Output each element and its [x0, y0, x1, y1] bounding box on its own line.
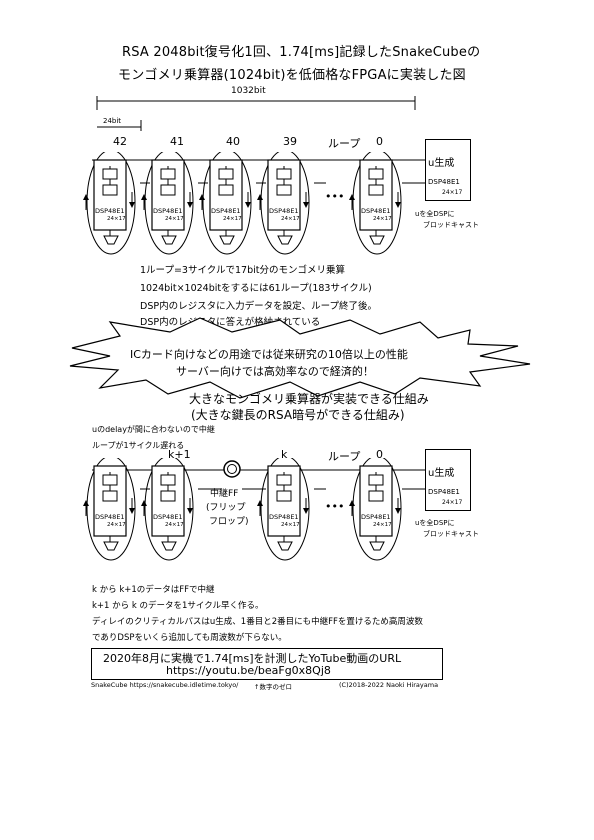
- url-box-line-1: 2020年8月に実機で1.74[ms]を計測したYoTube動画のURL: [103, 652, 402, 665]
- note-bottom-4: でありDSPをいくら追加しても周波数が下らない。: [92, 633, 287, 643]
- bottom-u-generator-size: 24×17: [442, 499, 463, 506]
- dsp-cell-graphic: [349, 152, 402, 255]
- u-generator-title: u生成: [428, 158, 455, 169]
- dsp-label: DSP48E1: [95, 207, 125, 215]
- u-generator-box: u生成 DSP48E1 24×17: [425, 139, 471, 201]
- video-url-link[interactable]: https://youtu.be/beaFg0x8Qj8: [166, 664, 331, 677]
- bottom-loop-label: ループ: [328, 450, 361, 463]
- bottom-u-generator-box: u生成 DSP48E1 24×17: [425, 449, 471, 511]
- stage-label-42: 42: [113, 135, 127, 148]
- dsp-size-label: 24×17: [165, 522, 184, 528]
- ellipsis: •••: [325, 190, 345, 203]
- relay-ff-inner: [227, 464, 237, 474]
- dsp-size-label: 24×17: [223, 216, 242, 222]
- dsp-size-label: 24×17: [165, 216, 184, 222]
- bottom-broadcast-note-1: uを全DSPに: [415, 519, 455, 527]
- footer-left: SnakeCube https://snakecube.idletime.tok…: [91, 681, 239, 689]
- bottom-broadcast-note-2: ブロッドキャスト: [423, 530, 479, 538]
- stage-label-39: 39: [283, 135, 297, 148]
- burst-line-2: サーバー向けでは高効率なので経済的！: [176, 365, 374, 378]
- dsp-size-label: 24×17: [281, 522, 300, 528]
- stage-label-0-bottom: 0: [376, 448, 383, 461]
- dsp-cell-graphic: [349, 458, 402, 561]
- url-box: 2020年8月に実機で1.74[ms]を計測したYoTube動画のURL htt…: [91, 648, 443, 680]
- width-1032-label: 1032bit: [231, 86, 266, 96]
- dsp-size-label: 24×17: [373, 216, 392, 222]
- dsp-size-label: 24×17: [107, 522, 126, 528]
- note-bottom-2: k+1 から k のデータを1サイクル早く作る。: [92, 601, 264, 611]
- width-24-label: 24bit: [103, 117, 122, 125]
- note-top-1: 1ループ=3サイクルで17bit分のモンゴメリ乗算: [140, 265, 345, 276]
- note-top-4: DSP内のレジスタに答えが格納されている: [140, 317, 321, 328]
- note-top-3: DSP内のレジスタに入力データを設定、ループ終了後。: [140, 301, 378, 312]
- stage-label-k-plus-1: k+1: [168, 448, 191, 461]
- relay-label-3: フロップ): [209, 517, 249, 527]
- bottom-u-generator-title: u生成: [428, 468, 455, 479]
- dsp-label: DSP48E1: [153, 513, 183, 521]
- dsp-size-label: 24×17: [281, 216, 300, 222]
- dsp-label: DSP48E1: [95, 513, 125, 521]
- stage-label-0: 0: [376, 135, 383, 148]
- dsp-cell-graphic: [257, 458, 310, 561]
- mid-heading-1: 大きなモンゴメリ乗算器が実装できる仕組み: [189, 392, 429, 406]
- bottom-note-2: ループが1サイクル遅れる: [92, 441, 185, 450]
- stage-label-40: 40: [226, 135, 240, 148]
- title-line-2: モンゴメリ乗算器(1024bit)を低価格なFPGAに実装した図: [118, 68, 466, 83]
- note-bottom-1: k から k+1のデータはFFで中継: [92, 585, 215, 595]
- dsp-label: DSP48E1: [361, 513, 391, 521]
- burst-line-1: ICカード向けなどの用途では従来研究の10倍以上の性能: [130, 348, 408, 361]
- stage-label-k: k: [281, 448, 288, 461]
- dsp-cell-graphic: [141, 458, 194, 561]
- broadcast-note-2: ブロッドキャスト: [423, 221, 479, 229]
- bottom-note-1: uのdelayが間に合わないので中継: [92, 425, 215, 434]
- footer-mid: ↑数字のゼロ: [254, 683, 292, 691]
- u-generator-dsp: DSP48E1: [428, 178, 460, 186]
- dsp-label: DSP48E1: [269, 513, 299, 521]
- bottom-u-generator-dsp: DSP48E1: [428, 488, 460, 496]
- dsp-size-label: 24×17: [373, 522, 392, 528]
- dsp-label: DSP48E1: [269, 207, 299, 215]
- relay-label-1: 中継FF: [210, 489, 239, 499]
- dsp-label: DSP48E1: [153, 207, 183, 215]
- dsp-cell-graphic: [83, 458, 136, 561]
- broadcast-note-1: uを全DSPに: [415, 210, 455, 218]
- footer-right: (C)2018-2022 Naoki Hirayama: [339, 681, 439, 689]
- bottom-ellipsis: •••: [325, 500, 345, 513]
- dsp-label: DSP48E1: [361, 207, 391, 215]
- dsp-cell-graphic: [141, 152, 194, 255]
- loop-label: ループ: [328, 137, 361, 150]
- dsp-size-label: 24×17: [107, 216, 126, 222]
- stage-label-41: 41: [170, 135, 184, 148]
- dsp-label: DSP48E1: [211, 207, 241, 215]
- note-bottom-3: ディレイのクリティカルパスはu生成、1番目と2番目にも中継FFを置けるため高周波…: [92, 617, 423, 627]
- note-top-2: 1024bit×1024bitをするには61ループ(183サイクル): [140, 283, 372, 294]
- title-line-1: RSA 2048bit復号化1回、1.74[ms]記録したSnakeCubeの: [122, 45, 481, 60]
- mid-heading-2: (大きな鍵長のRSA暗号ができる仕組み): [191, 408, 405, 422]
- dsp-cell-graphic: [257, 152, 310, 255]
- dsp-cell-graphic: [199, 152, 252, 255]
- u-generator-size: 24×17: [442, 189, 463, 196]
- dsp-cell-graphic: [83, 152, 136, 255]
- relay-label-2: (フリップ: [206, 503, 246, 513]
